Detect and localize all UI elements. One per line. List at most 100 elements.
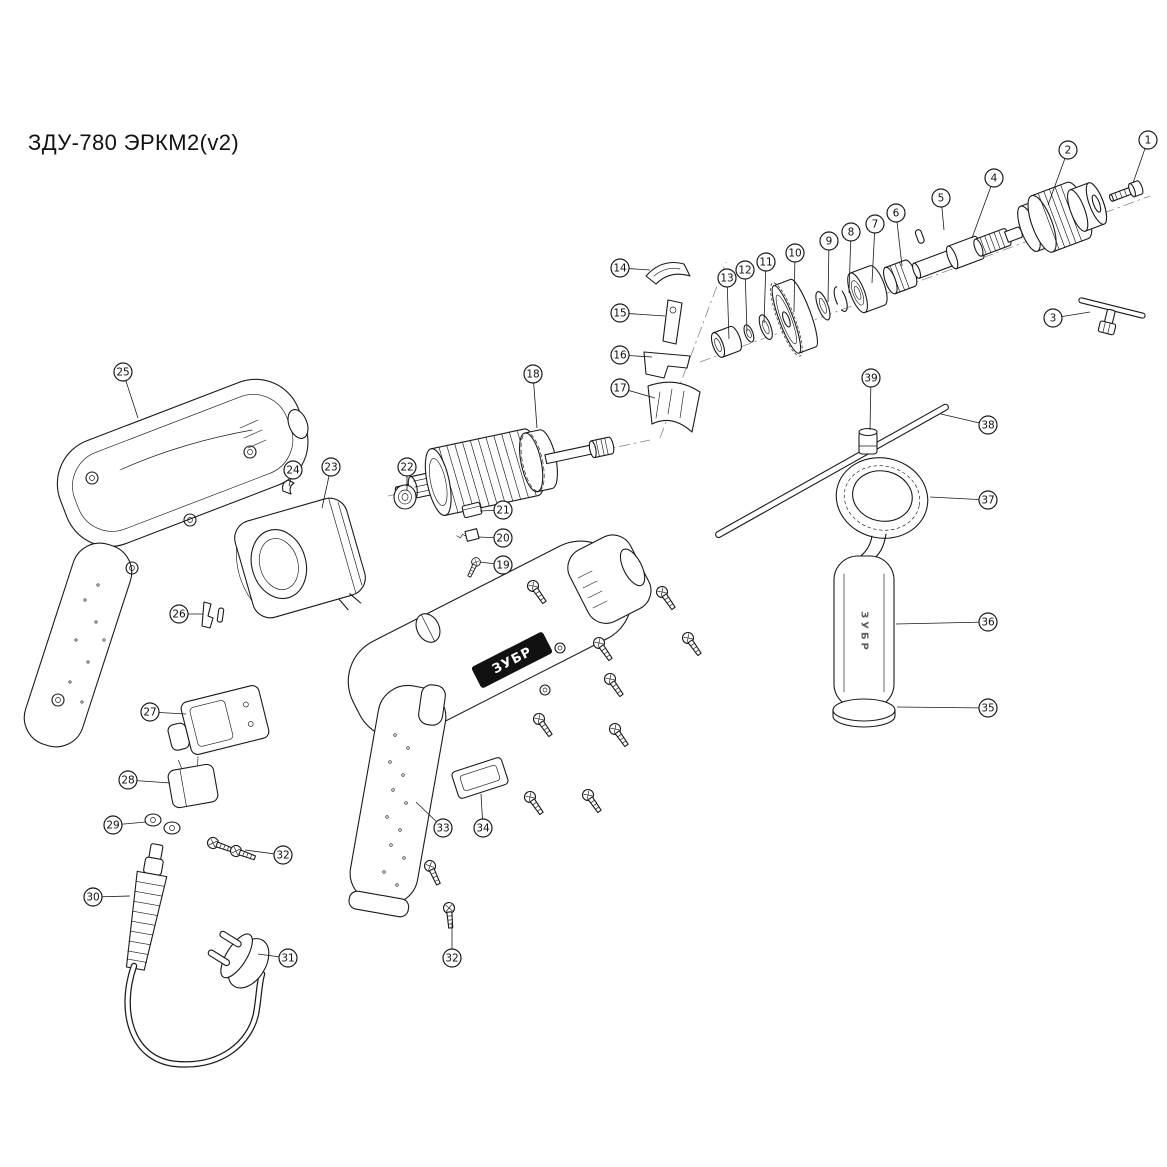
motor-housing: ЗУБР	[347, 534, 652, 918]
spindle-bushing	[710, 325, 742, 358]
selector-cam	[645, 261, 691, 285]
svg-text:17: 17	[613, 383, 626, 395]
housing-left-half	[23, 378, 309, 748]
svg-text:34: 34	[476, 823, 490, 835]
svg-text:28: 28	[121, 775, 134, 787]
selector-bracket	[643, 351, 691, 379]
callout-24: 24	[283, 460, 303, 487]
callout-layer: 1234567891011121314151617181920212223242…	[83, 130, 1158, 968]
callout-29: 29	[103, 815, 147, 835]
side-handle-end-cap	[832, 698, 896, 728]
carbon-brush	[456, 528, 480, 542]
svg-text:19: 19	[496, 560, 509, 572]
callout-10: 10	[785, 243, 805, 313]
svg-text:25: 25	[116, 367, 129, 379]
washer-small	[743, 324, 755, 343]
svg-text:32: 32	[276, 850, 289, 862]
callout-31: 31	[257, 948, 298, 968]
callout-33: 33	[415, 801, 453, 838]
circlip	[833, 286, 848, 312]
callout-18: 18	[523, 364, 543, 429]
svg-text:22: 22	[400, 462, 413, 474]
callout-35: 35	[896, 698, 998, 718]
callout-17: 17	[610, 378, 656, 399]
trigger-switch	[167, 685, 270, 755]
selector-lever	[662, 299, 683, 345]
callout-3: 3	[1043, 308, 1091, 328]
callout-34: 34	[473, 793, 493, 838]
svg-text:13: 13	[720, 273, 733, 285]
svg-text:16: 16	[613, 350, 627, 362]
callout-32: 32	[442, 922, 462, 968]
svg-text:36: 36	[981, 617, 995, 629]
svg-text:27: 27	[143, 707, 156, 719]
svg-text:14: 14	[613, 263, 627, 275]
clamp-bolt	[858, 427, 878, 455]
stator-clip	[282, 479, 295, 495]
callout-32: 32	[244, 845, 293, 865]
callout-8: 8	[841, 222, 861, 294]
svg-text:11: 11	[759, 257, 772, 269]
callout-5: 5	[931, 188, 951, 231]
svg-text:3: 3	[1050, 313, 1057, 325]
spindle-pin	[914, 229, 925, 244]
svg-text:12: 12	[738, 265, 751, 277]
side-handle-clamp-ring	[835, 457, 929, 539]
svg-text:20: 20	[496, 533, 509, 545]
power-plug	[207, 930, 270, 989]
callout-7: 7	[865, 214, 885, 284]
drive-train	[710, 180, 1144, 358]
svg-text:38: 38	[981, 420, 994, 432]
main-gear	[770, 278, 818, 357]
svg-text:30: 30	[86, 892, 99, 904]
svg-text:15: 15	[613, 308, 626, 320]
callout-26: 26	[169, 604, 203, 624]
air-deflector	[647, 381, 701, 433]
armature	[394, 428, 615, 516]
callout-36: 36	[895, 612, 998, 632]
depth-stop-rod	[715, 403, 949, 539]
callout-28: 28	[118, 770, 171, 790]
page-title: ЗДУ-780 ЭРКМ2(v2)	[28, 130, 240, 155]
svg-text:29: 29	[106, 820, 119, 832]
chuck-screw	[1108, 180, 1144, 202]
svg-text:24: 24	[286, 465, 300, 477]
svg-text:32: 32	[445, 953, 458, 965]
callout-19: 19	[479, 555, 513, 575]
washer	[758, 314, 773, 340]
svg-text:1: 1	[1145, 135, 1152, 147]
armature-bearing	[393, 484, 417, 510]
callout-27: 27	[140, 702, 187, 722]
callout-25: 25	[113, 362, 139, 419]
callout-2: 2	[1047, 140, 1078, 206]
callout-22: 22	[397, 457, 417, 490]
callout-38: 38	[940, 413, 998, 435]
svg-text:5: 5	[938, 193, 945, 205]
callout-20: 20	[477, 528, 513, 548]
side-handle-brand-label: ЗУБР	[859, 611, 870, 653]
thrust-washer	[815, 291, 831, 321]
callout-13: 13	[717, 268, 737, 340]
svg-text:33: 33	[436, 823, 449, 835]
cord-clamp	[144, 813, 181, 835]
callout-39: 39	[861, 368, 881, 431]
capacitor	[167, 756, 219, 809]
brush-terminals	[201, 601, 225, 629]
callout-6: 6	[886, 203, 906, 267]
callout-16: 16	[610, 345, 653, 365]
cord-guard	[125, 843, 168, 971]
callout-12: 12	[735, 260, 755, 332]
brush-holder	[461, 501, 483, 519]
brush-cover	[451, 757, 509, 799]
svg-text:9: 9	[826, 236, 833, 248]
stator	[234, 497, 366, 619]
spindle	[912, 226, 1023, 279]
impact-coupling	[883, 259, 918, 295]
callout-30: 30	[83, 887, 131, 907]
callout-11: 11	[756, 252, 776, 324]
svg-text:21: 21	[496, 505, 509, 517]
svg-text:10: 10	[788, 248, 801, 260]
svg-text:26: 26	[172, 609, 186, 621]
svg-text:37: 37	[981, 495, 994, 507]
